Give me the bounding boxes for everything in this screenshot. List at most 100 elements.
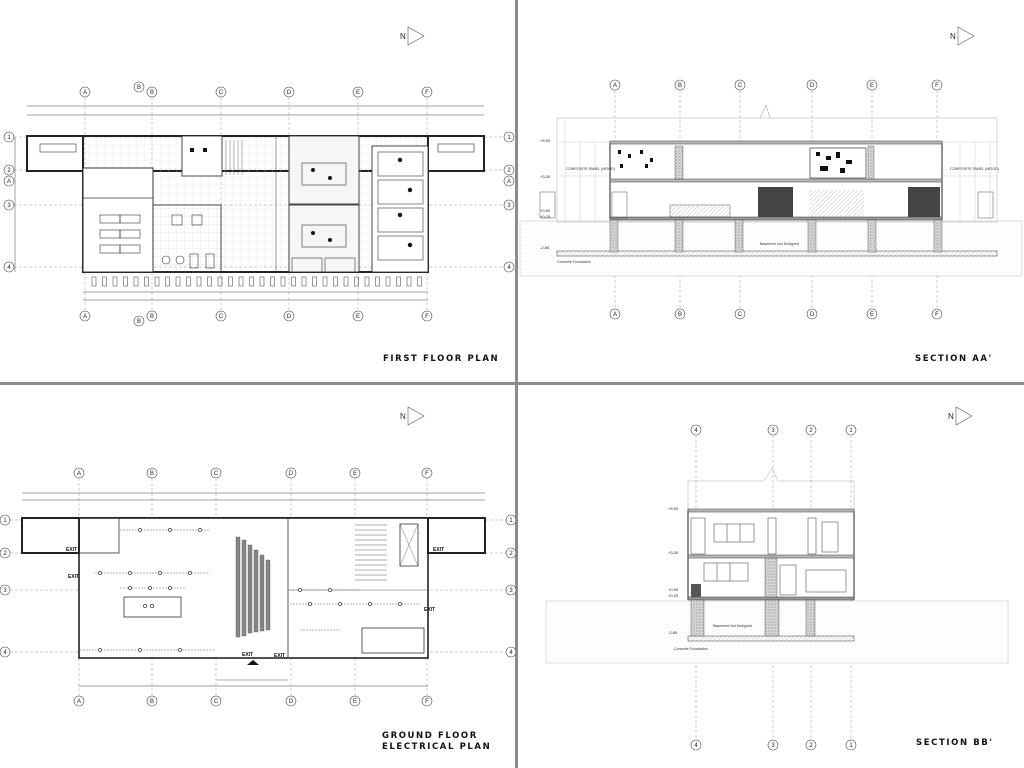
svg-text:4: 4 (507, 265, 511, 271)
svg-text:3: 3 (771, 428, 775, 434)
svg-text:E: E (353, 699, 357, 705)
light-fixture-icon (98, 648, 102, 652)
section-aa-title: SECTION AA' (915, 354, 993, 364)
svg-text:F: F (425, 699, 429, 705)
light-fixture-icon (138, 648, 142, 652)
svg-text:A: A (77, 699, 81, 705)
svg-text:D: D (810, 312, 815, 318)
grid-bubble: F (931, 308, 943, 320)
grid-bubble: 2 (0, 547, 11, 559)
grid-bubble: B (146, 467, 158, 479)
level-label: +6.50 (668, 506, 679, 511)
svg-text:A: A (7, 179, 11, 185)
window-tag (165, 276, 170, 287)
svg-text:N: N (950, 32, 956, 41)
window-tag (322, 276, 328, 287)
window-tag (196, 276, 202, 287)
level-label: +3.30 (668, 550, 679, 555)
window-tag (154, 276, 160, 287)
grid-bubble: B (146, 310, 158, 322)
svg-text:4: 4 (694, 428, 698, 434)
window-tag (102, 276, 107, 287)
grid-bubble: 2 (503, 164, 515, 176)
window-tag (259, 276, 265, 287)
light-fixture-icon (368, 602, 372, 606)
window-tag (354, 276, 359, 287)
window-tag (396, 276, 401, 287)
svg-text:D: D (287, 90, 292, 96)
light-fixture-icon (98, 571, 102, 575)
foundation-note: Concrete Foundation (674, 647, 708, 651)
svg-text:D: D (289, 471, 294, 477)
basement-note: Basement Not Designed (713, 624, 752, 628)
grid-bubble: C (215, 86, 227, 98)
svg-text:1: 1 (849, 428, 853, 434)
window-tag (333, 276, 338, 287)
grid-bubble: 4 (503, 261, 515, 273)
grid-bubble: C (210, 695, 222, 707)
svg-text:D: D (289, 699, 294, 705)
grid-bubble: 3 (3, 199, 15, 211)
svg-text:E: E (870, 83, 874, 89)
light-fixture-icon (150, 604, 154, 608)
light-fixture-icon (178, 648, 182, 652)
exit-sign: EXIT (424, 607, 435, 613)
grid-bubble: A (503, 175, 515, 187)
window-tag (375, 276, 380, 287)
svg-text:A: A (613, 312, 617, 318)
svg-text:E: E (356, 314, 360, 320)
grid-bubble: 3 (0, 584, 11, 596)
svg-text:3: 3 (509, 588, 513, 594)
ground-floor-title-line1: GROUND FLOOR (382, 731, 478, 741)
svg-text:1: 1 (507, 135, 511, 141)
svg-text:D: D (810, 83, 815, 89)
svg-text:B: B (137, 85, 141, 91)
window-tag (280, 276, 286, 287)
grid-bubble: D (283, 310, 295, 322)
grid-bubble: 4 (0, 646, 11, 658)
window-tag (144, 276, 149, 287)
grid-bubble: 3 (767, 739, 779, 751)
window-tag (312, 276, 317, 287)
svg-text:F: F (425, 90, 429, 96)
svg-text:2: 2 (7, 168, 11, 174)
svg-text:1: 1 (849, 743, 853, 749)
window-tag (186, 276, 191, 287)
svg-text:B: B (150, 90, 154, 96)
grid-bubble: A (73, 467, 85, 479)
svg-text:B: B (150, 314, 154, 320)
light-fixture-icon (198, 528, 202, 532)
grid-bubble: B (146, 86, 158, 98)
level-label: +0.20 (668, 593, 679, 598)
light-fixture-icon (138, 528, 142, 532)
grid-bubble: C (734, 308, 746, 320)
grid-bubble: F (421, 467, 433, 479)
light-fixture-icon (298, 588, 302, 592)
grid-bubble: C (734, 79, 746, 91)
entrance-arrow-icon (247, 660, 259, 665)
grid-bubble: A (609, 79, 621, 91)
light-fixture-icon (158, 571, 162, 575)
grid-bubble: A (79, 86, 91, 98)
grid-bubble: B (674, 79, 686, 91)
svg-text:A: A (83, 90, 87, 96)
svg-text:B: B (678, 83, 682, 89)
svg-text:2: 2 (507, 168, 511, 174)
svg-text:C: C (219, 90, 224, 96)
light-fixture-icon (168, 528, 172, 532)
window-tag (343, 276, 349, 287)
window-tag (249, 276, 254, 287)
window-tag (417, 276, 422, 287)
svg-text:4: 4 (694, 743, 698, 749)
light-fixture-icon (128, 586, 132, 590)
svg-text:D: D (287, 314, 292, 320)
svg-text:1: 1 (7, 135, 11, 141)
svg-text:2: 2 (809, 743, 813, 749)
grid-bubble: 4 (505, 646, 517, 658)
grid-bubble: D (285, 695, 297, 707)
